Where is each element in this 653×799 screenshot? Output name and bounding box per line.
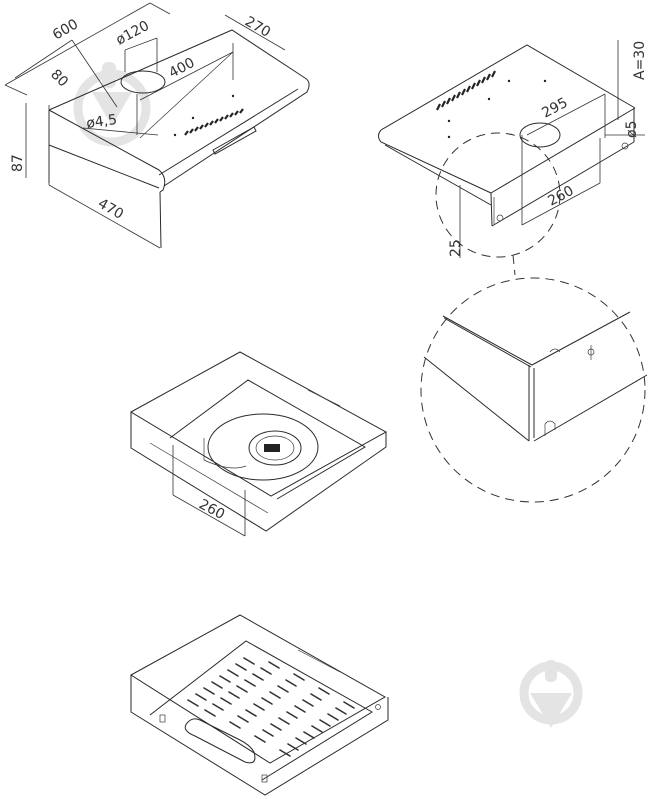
rear-isometric-view: 295 260 A=30 ø5 25 <box>378 40 648 276</box>
dim-height: 87 <box>10 154 26 172</box>
dim-height: 25 <box>448 239 464 257</box>
top-isometric-view: 600 270 ø120 80 400 ø4,5 87 470 <box>4 2 310 249</box>
dim-mounting-spacing: 400 <box>166 55 197 82</box>
watermark-icon <box>73 62 151 147</box>
vent-slots <box>436 70 496 111</box>
dim-width: 600 <box>50 16 81 43</box>
dim-rear-depth: 270 <box>242 14 273 41</box>
dim-depth: 470 <box>95 196 126 223</box>
dim-offset: A=30 <box>632 41 648 80</box>
dim-hole-diameter: ø5 <box>624 121 640 138</box>
underside-filter-view <box>130 614 389 796</box>
dim-outlet-diameter: ø120 <box>113 18 152 49</box>
vent-slots <box>184 108 244 136</box>
dim-hole-diameter: ø4,5 <box>85 112 118 132</box>
dim-bracket-spacing: 260 <box>545 183 576 210</box>
watermark-icon <box>519 660 583 728</box>
detail-view <box>420 277 648 503</box>
dim-spacing: 260 <box>196 496 227 523</box>
underside-fan-view: 260 <box>129 351 388 537</box>
grease-filter-grille <box>187 657 355 757</box>
dim-span: 295 <box>539 95 570 122</box>
dim-outlet-offset: 80 <box>47 67 71 91</box>
